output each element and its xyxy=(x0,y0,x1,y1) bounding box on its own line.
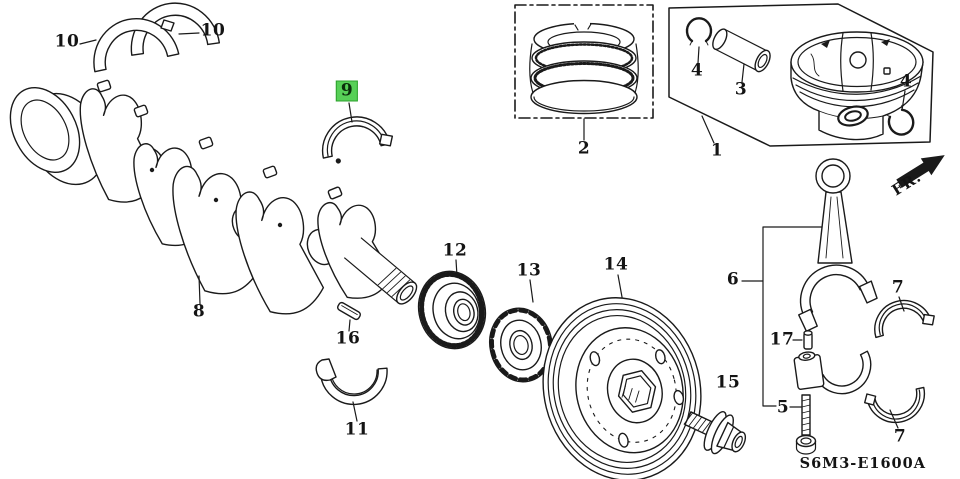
callout-4-pin-clip-left[interactable]: 4 xyxy=(690,60,704,81)
callout-1-piston-assembly[interactable]: 1 xyxy=(710,140,724,161)
piston-pin-drawing[interactable] xyxy=(710,26,773,74)
timing-drive-gear-drawing[interactable] xyxy=(411,264,494,356)
thrust-washer-pair-drawing[interactable] xyxy=(84,0,221,73)
connecting-rod-bolt-drawing[interactable] xyxy=(795,394,817,455)
callout-5-rod-bolt[interactable]: 5 xyxy=(776,397,790,418)
rod-bearing-lower-drawing[interactable] xyxy=(863,382,931,429)
pulley-bolt-drawing[interactable] xyxy=(678,399,752,463)
callout-10-thrust-washer-left[interactable]: 10 xyxy=(54,31,80,52)
woodruff-key-drawing[interactable] xyxy=(337,301,362,321)
fr-arrow-icon xyxy=(896,155,945,189)
timing-pulse-plate-drawing[interactable] xyxy=(483,302,559,387)
callout-7-rod-bearing-upper[interactable]: 7 xyxy=(891,277,905,298)
callout-13-timing-pulse-plate[interactable]: 13 xyxy=(516,260,542,281)
crankshaft-snout xyxy=(344,237,418,305)
callout-16-woodruff-key[interactable]: 16 xyxy=(335,328,361,349)
callout-3-piston-pin[interactable]: 3 xyxy=(734,79,748,100)
callout-6-connecting-rod[interactable]: 6 xyxy=(726,269,740,290)
callout-8-crankshaft[interactable]: 8 xyxy=(192,301,206,322)
piston-assembly-drawing[interactable] xyxy=(668,3,934,147)
connecting-rod-drawing[interactable] xyxy=(785,158,882,455)
rod-cap-drawing xyxy=(793,350,882,405)
callout-7-rod-bearing-lower[interactable]: 7 xyxy=(893,426,907,447)
callout-17-dowel-pin[interactable]: 17 xyxy=(769,329,795,350)
callout-15-pulley-bolt[interactable]: 15 xyxy=(715,372,741,393)
rod-bearing-upper-drawing[interactable] xyxy=(867,293,936,341)
piston-pin-clip-left-drawing[interactable] xyxy=(685,17,713,46)
callout-2-piston-ring-set[interactable]: 2 xyxy=(577,138,591,159)
dowel-pin-drawing[interactable] xyxy=(803,330,813,350)
leader-lines xyxy=(79,32,906,429)
callout-10-thrust-washer-right[interactable]: 10 xyxy=(200,20,226,41)
crankshaft-pulley-drawing[interactable] xyxy=(524,281,720,479)
bracket-part6 xyxy=(741,226,823,407)
ring-set-group-box xyxy=(514,4,654,119)
callout-11-main-bearing-lower[interactable]: 11 xyxy=(344,419,370,440)
piston-ring-set-drawing[interactable] xyxy=(514,4,654,119)
main-bearing-upper-drawing[interactable] xyxy=(315,109,395,167)
piston-drawing[interactable] xyxy=(790,31,924,141)
diagram-code: S6M3-E1600A xyxy=(800,455,926,472)
fr-direction-arrow: FR. xyxy=(889,155,945,199)
callout-9-main-bearing-upper-highlighted[interactable]: 9 xyxy=(335,80,359,102)
piston-group-box xyxy=(668,3,934,147)
callout-14-crankshaft-pulley[interactable]: 14 xyxy=(603,254,629,275)
crankshaft-drawing[interactable] xyxy=(0,75,420,324)
main-bearing-lower-drawing[interactable] xyxy=(315,358,391,408)
callout-4-pin-clip-right[interactable]: 4 xyxy=(899,71,913,92)
callout-12-timing-drive-gear[interactable]: 12 xyxy=(442,240,468,261)
